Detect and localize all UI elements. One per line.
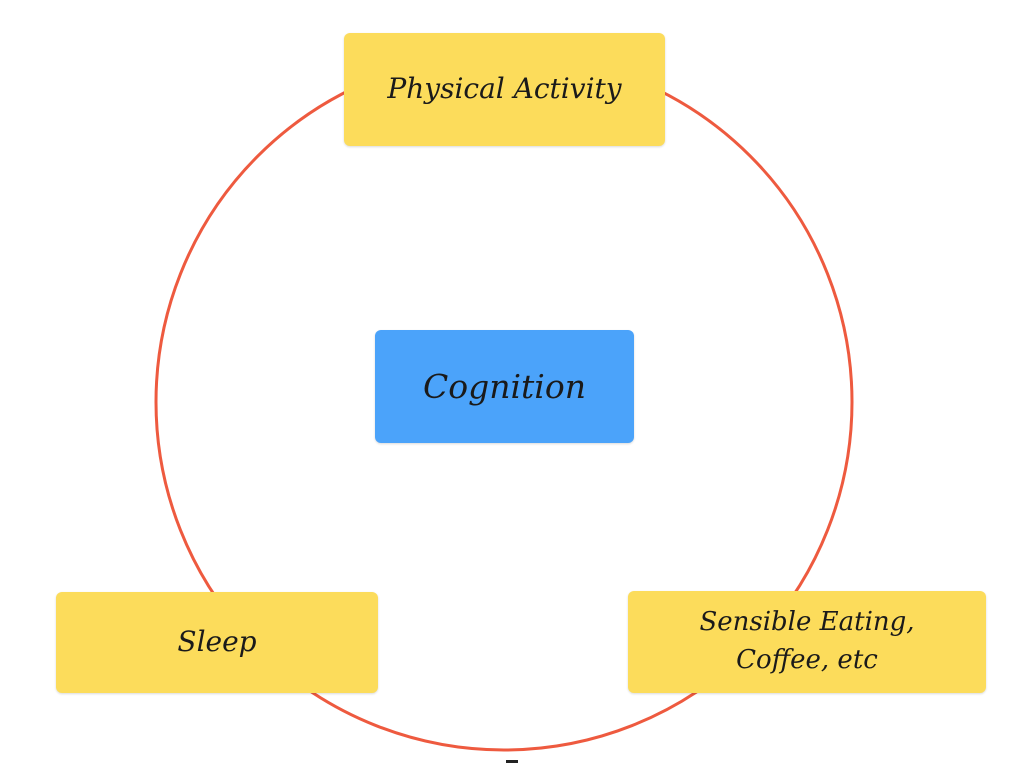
- node-cognition: Cognition: [375, 330, 634, 443]
- node-cognition-label: Cognition: [423, 366, 586, 406]
- node-sleep: Sleep: [56, 592, 378, 693]
- node-sleep-label: Sleep: [177, 625, 257, 659]
- node-sensible-eating-line-2: Coffee, etc: [736, 645, 878, 675]
- node-physical-activity-label: Physical Activity: [387, 72, 622, 106]
- node-sensible-eating: Sensible Eating, Coffee, etc: [628, 591, 986, 693]
- node-sensible-eating-line-1: Sensible Eating,: [699, 607, 915, 638]
- node-physical-activity: Physical Activity: [344, 33, 665, 146]
- bottom-mark: [506, 760, 518, 763]
